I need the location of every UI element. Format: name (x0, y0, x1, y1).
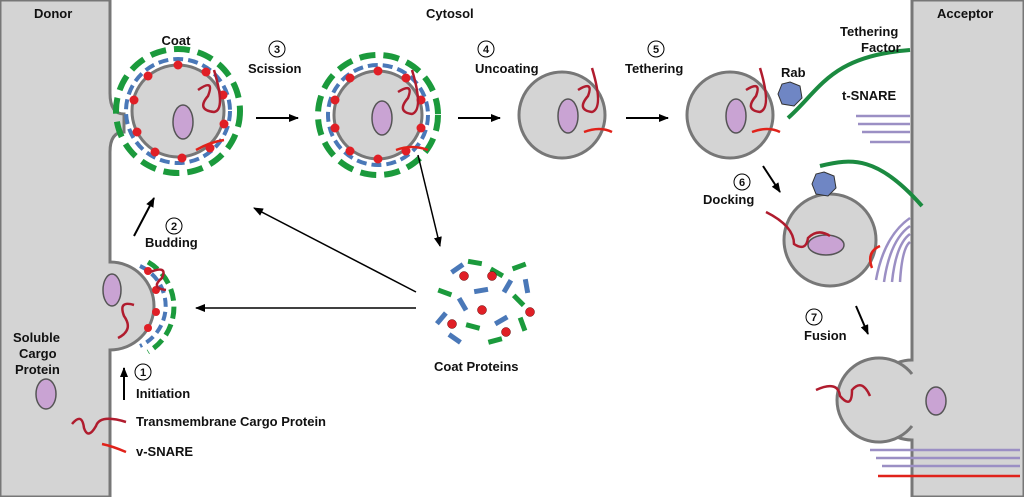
transmembrane-cargo-icon (71, 417, 127, 435)
budding-label: Budding (145, 235, 198, 250)
transmembrane-cargo-label: Transmembrane Cargo Protein (136, 414, 326, 429)
v-snare-label: v-SNARE (136, 444, 193, 459)
t-snare-upper (856, 114, 910, 144)
rab-label: Rab (781, 65, 806, 80)
uncoated-vesicle (517, 67, 613, 160)
soluble-cargo-label-1: Soluble (13, 330, 60, 345)
scission-label: Scission (248, 61, 302, 76)
coated-vesicle-attached (113, 46, 243, 176)
svg-text:7: 7 (811, 312, 817, 324)
svg-text:4: 4 (483, 44, 490, 56)
tethering-factor-label-1: Tethering (840, 24, 898, 39)
coated-vesicle-free (315, 52, 441, 178)
svg-text:5: 5 (653, 44, 659, 56)
step-5-tethering: 5 Tethering (625, 40, 683, 122)
svg-text:3: 3 (274, 44, 280, 56)
step-4-uncoating: 4 Uncoating (458, 40, 539, 122)
fusion-label: Fusion (804, 328, 847, 343)
acceptor-label: Acceptor (937, 6, 993, 21)
tethered-vesicle (685, 48, 911, 160)
step-6-docking: 6 Docking (703, 165, 781, 207)
donor-compartment (0, 0, 156, 497)
step-2-budding: 2 Budding (133, 197, 198, 250)
step-7-fusion: 7 Fusion (804, 305, 869, 343)
initiation-label: Initiation (136, 386, 190, 401)
fusing-vesicle (815, 356, 1020, 478)
donor-label: Donor (34, 6, 72, 21)
coat-proteins-label: Coat Proteins (434, 359, 519, 374)
docked-vesicle (765, 159, 924, 288)
soluble-cargo-label-3: Protein (15, 362, 60, 377)
budding-bud (102, 259, 177, 355)
coat-protein-pool (434, 258, 535, 345)
coat-label: Coat (162, 33, 192, 48)
uncoating-label: Uncoating (475, 61, 539, 76)
docking-label: Docking (703, 192, 754, 207)
step-1-initiation: 1 Initiation (120, 363, 190, 401)
cytosol-label: Cytosol (426, 6, 474, 21)
step-3-scission: 3 Scission (248, 40, 302, 122)
soluble-cargo-label-2: Cargo (19, 346, 57, 361)
svg-text:6: 6 (739, 177, 745, 189)
v-snare-icon (101, 442, 127, 454)
t-snare-label: t-SNARE (842, 88, 896, 103)
svg-text:2: 2 (171, 221, 177, 233)
tethering-factor-label-2: Factor (861, 40, 901, 55)
soluble-cargo-protein-icon (35, 378, 57, 410)
recycle-arrows (195, 154, 442, 312)
tethering-label: Tethering (625, 61, 683, 76)
svg-text:1: 1 (140, 367, 146, 379)
